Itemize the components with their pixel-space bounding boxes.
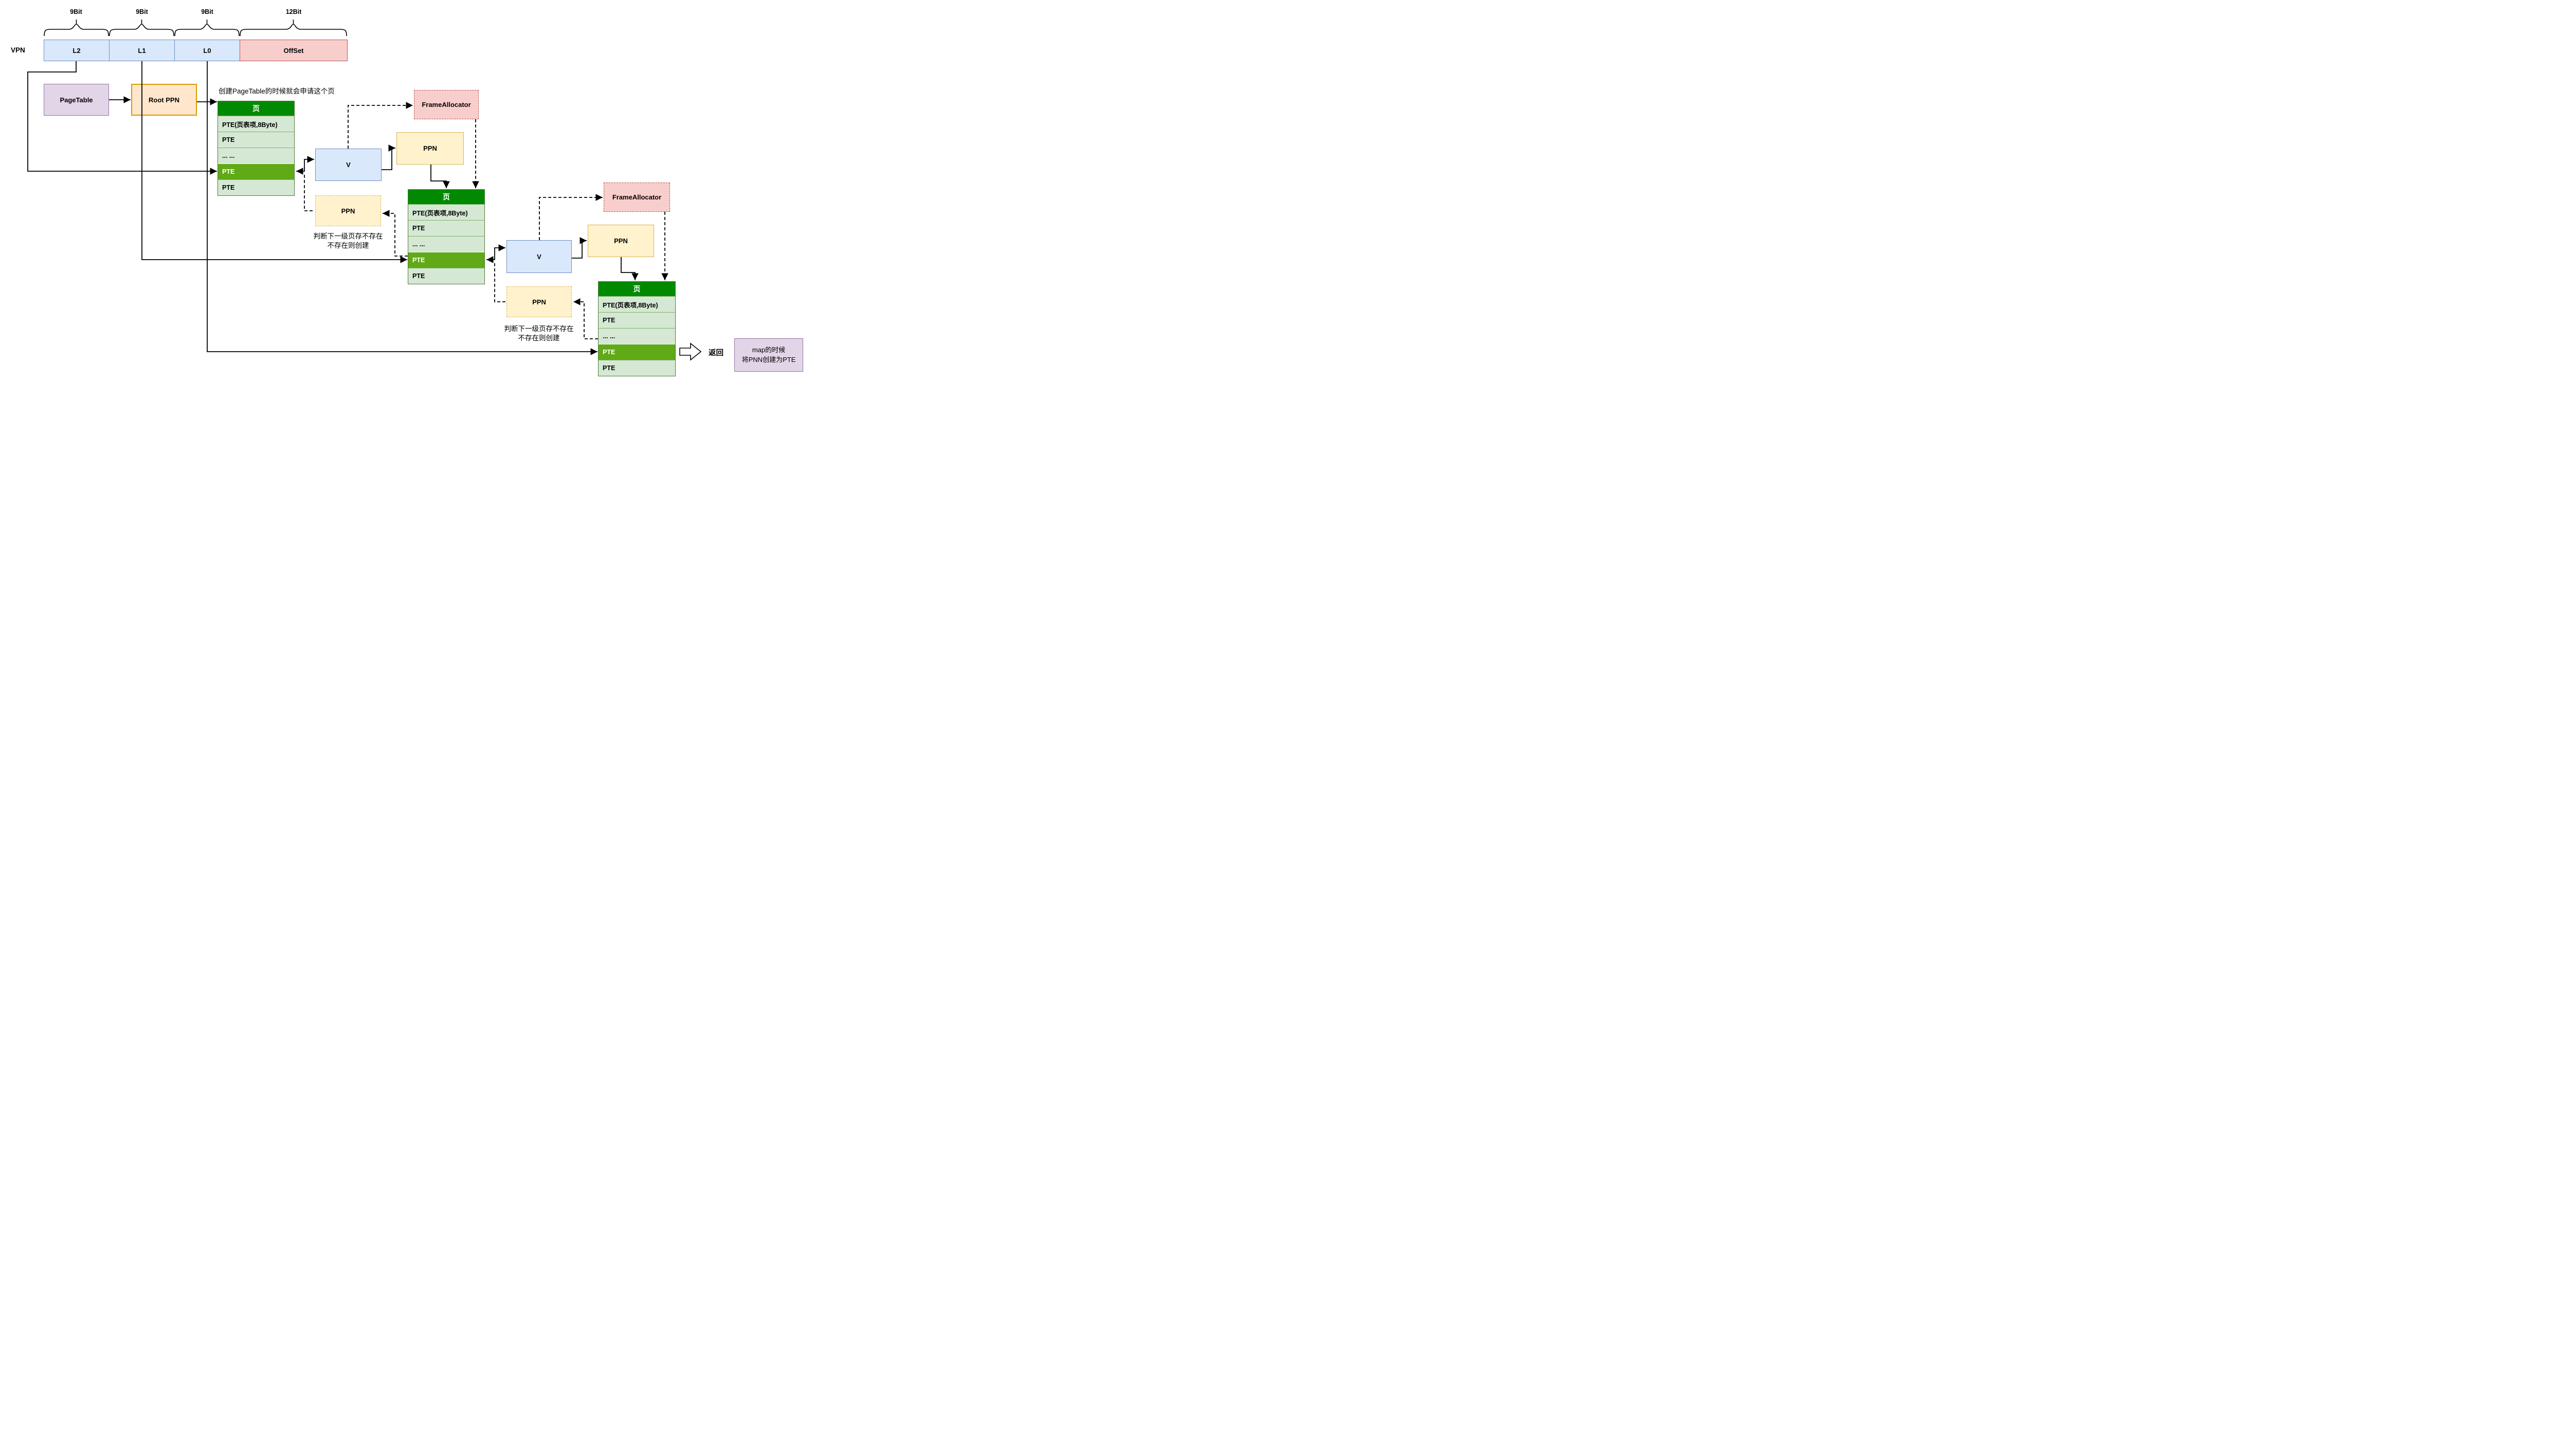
bit-label-l1: 9Bit [136,8,148,15]
pte-row-ellipsis: ... ... [218,148,294,163]
vpn-field-l0: L0 [174,40,240,61]
pte-row: PTE [408,268,484,284]
valid-check-box-1: V [315,149,382,181]
pagetable-box: PageTable [44,84,109,116]
pte-row-highlighted: PTE [408,252,484,268]
map-note-line2: 将PNN创建为PTE [741,355,796,363]
map-note-box: map的时候 将PNN创建为PTE [734,338,803,372]
vpn-label: VPN [11,46,25,54]
frame-allocator-box-1: FrameAllocator [414,90,479,119]
pte-table-header: 页 [218,101,294,116]
annotation-create-page: 创建PageTable的时候就会申请这个页 [219,87,335,95]
root-ppn-box: Root PPN [131,84,197,116]
pte-row: PTE [408,220,484,236]
check-note-line2: 不存在则创建 [518,334,560,342]
pte-row-highlighted: PTE [599,344,675,360]
check-note-line1: 判断下一级页存不存在 [313,232,383,240]
pte-table-level0: 页 PTE(页表项,8Byte) PTE ... ... PTE PTE [598,281,676,376]
vpn-field-l2: L2 [44,40,110,61]
map-note-text: map的时候 将PNN创建为PTE [742,345,796,364]
pte-row-highlighted: PTE [218,163,294,179]
bit-label-l0: 9Bit [201,8,213,15]
pte-row: PTE(页表项,8Byte) [599,296,675,312]
pte-row: PTE(页表项,8Byte) [218,116,294,132]
ppn-dashed-box-2: PPN [506,286,572,317]
pte-row: PTE [599,360,675,376]
pte-row-ellipsis: ... ... [408,236,484,252]
pte-table-header: 页 [408,190,484,204]
box-layer: 9Bit 9Bit 9Bit 12Bit VPN L2 L1 L0 OffSet… [0,0,806,386]
valid-check-box-2: V [506,240,572,273]
ppn-box-1: PPN [396,132,464,165]
pte-table-level2: 页 PTE(页表项,8Byte) PTE ... ... PTE PTE [218,101,295,196]
check-note-2: 判断下一级页存不存在 不存在则创建 [504,324,574,342]
pte-table-level1: 页 PTE(页表项,8Byte) PTE ... ... PTE PTE [408,189,485,284]
vpn-field-l1: L1 [109,40,175,61]
return-label: 返回 [709,349,723,357]
bit-label-offset: 12Bit [285,8,302,15]
pte-row-ellipsis: ... ... [599,328,675,344]
page-table-walk-diagram: 9Bit 9Bit 9Bit 12Bit VPN L2 L1 L0 OffSet… [0,0,806,386]
check-note-line1: 判断下一级页存不存在 [504,325,574,333]
pte-row: PTE [218,132,294,148]
check-note-1: 判断下一级页存不存在 不存在则创建 [314,232,383,250]
vpn-field-offset: OffSet [240,40,348,61]
map-note-line1: map的时候 [752,346,786,354]
check-note-line2: 不存在则创建 [327,241,369,249]
pte-row: PTE [599,312,675,328]
pte-row: PTE [218,179,294,195]
pte-row: PTE(页表项,8Byte) [408,204,484,220]
frame-allocator-box-2: FrameAllocator [604,183,670,212]
pte-table-header: 页 [599,282,675,296]
bit-label-l2: 9Bit [70,8,82,15]
ppn-box-2: PPN [588,225,654,257]
ppn-dashed-box-1: PPN [315,195,381,226]
